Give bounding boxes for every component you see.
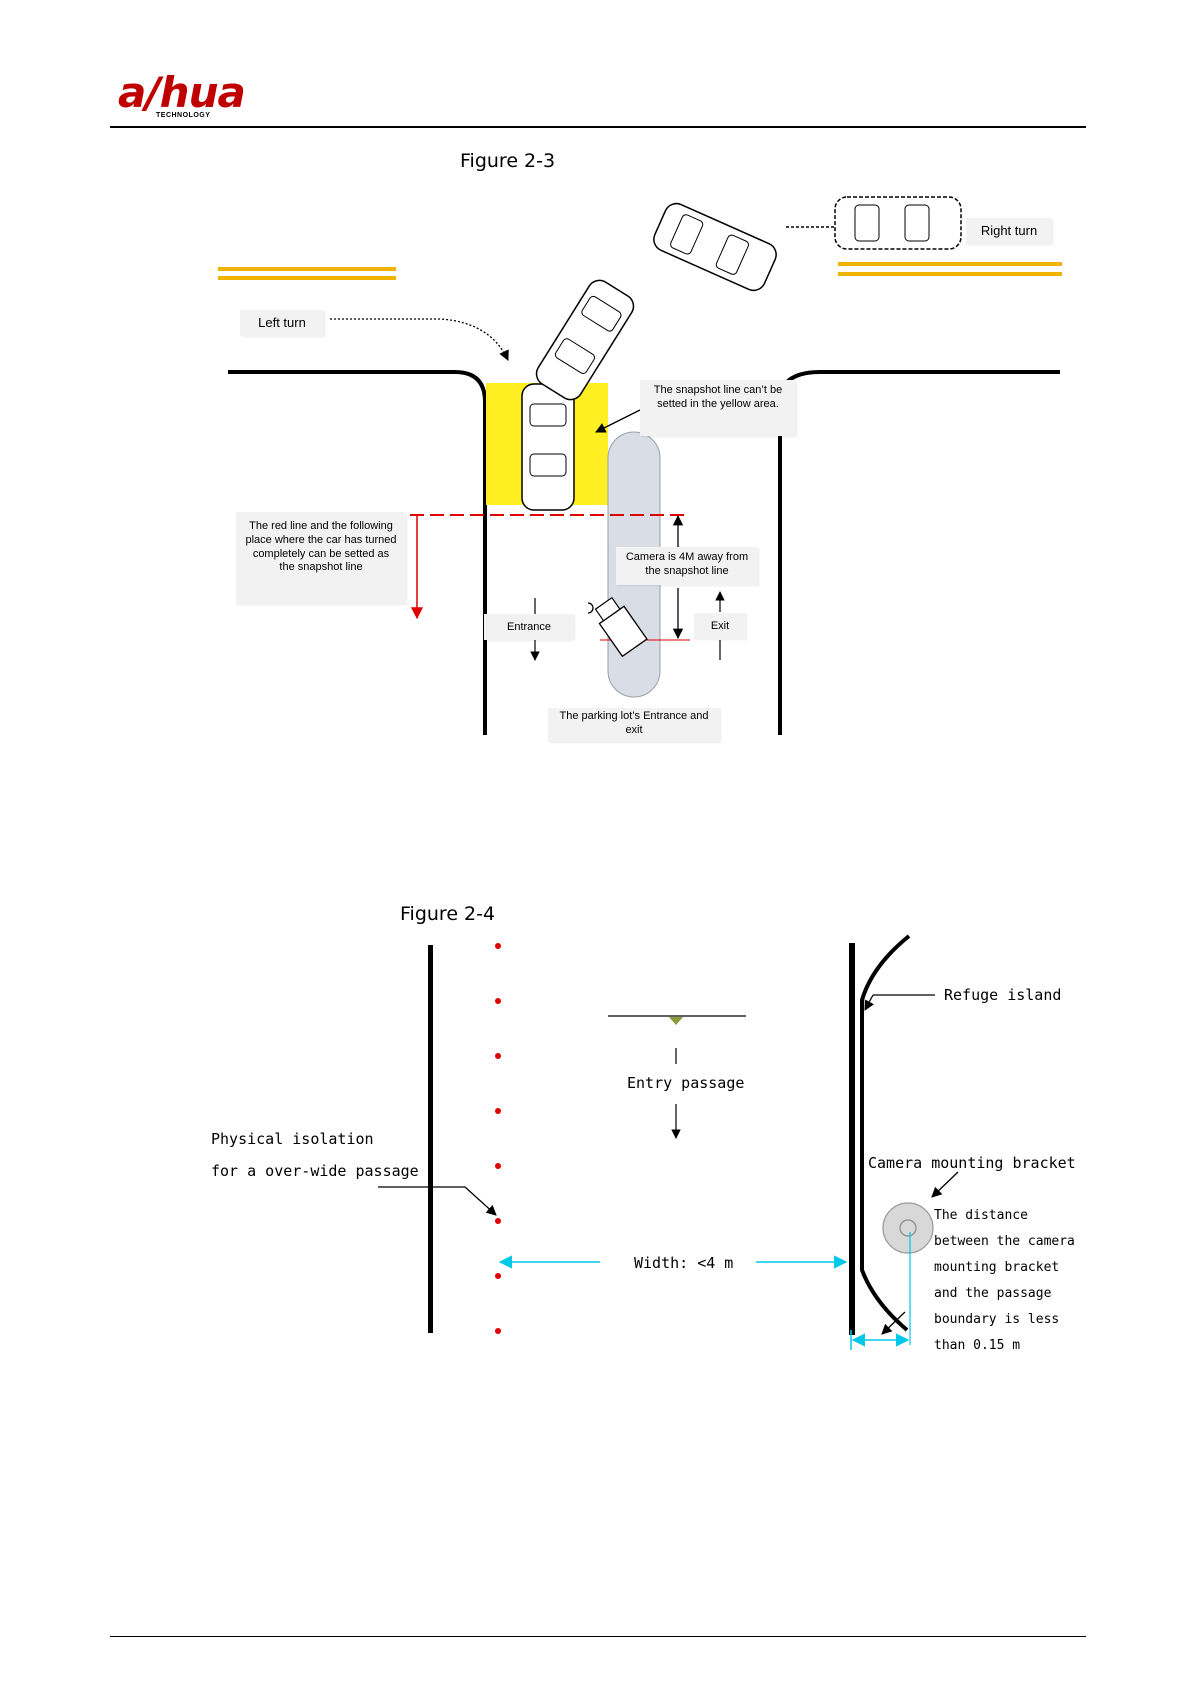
camera-distance-note: Camera is 4M away from the snapshot line	[616, 547, 758, 585]
distance-note-line: and the passage	[934, 1286, 1052, 1301]
left-turn-arrow	[330, 318, 509, 361]
width-label: Width: <4 m	[634, 1254, 734, 1272]
isolation-dot	[495, 1108, 501, 1114]
distance-note-line: mounting bracket	[934, 1260, 1060, 1275]
physical-isolation-label: Physical isolation	[211, 1130, 374, 1148]
road-lines-right	[838, 262, 1062, 276]
isolation-wall	[428, 945, 433, 1333]
isolation-pointer	[378, 1186, 497, 1216]
road-curb-right	[778, 370, 1060, 735]
parking-note: The parking lot’s Entrance and exit	[548, 708, 720, 742]
camera-bracket-label: Camera mounting bracket	[868, 1154, 1076, 1172]
yellow-area-pointer	[595, 409, 641, 433]
figure-2-3-caption: Figure 2-3	[460, 150, 556, 172]
distance-note-line: boundary is less	[934, 1312, 1060, 1327]
yellow-area-note: The snapshot line can’t be setted in the…	[640, 380, 796, 436]
refuge-island-label: Refuge island	[944, 986, 1062, 1004]
right-turn-label: Right turn	[966, 218, 1052, 244]
distance-note-line: between the camera	[934, 1234, 1075, 1249]
camera-bracket-inner	[899, 1219, 917, 1237]
distance-note-line: than 0.15 m	[934, 1338, 1021, 1353]
logo-subtext: TECHNOLOGY	[156, 112, 211, 119]
car-icon	[521, 383, 575, 511]
bracket-pointer	[931, 1171, 959, 1198]
car-icon	[653, 202, 777, 292]
car-icon	[535, 279, 635, 401]
camera-icon	[594, 596, 648, 658]
refuge-curve	[860, 934, 911, 1332]
distance-note: The distance between the camera mounting…	[934, 1203, 1075, 1359]
isolation-dots	[495, 943, 501, 1334]
camera-lens-icon	[587, 602, 594, 614]
road-lines-left	[218, 267, 396, 280]
exit-label: Exit	[694, 613, 746, 639]
isolation-dot	[495, 1273, 501, 1279]
distance-note-line: The distance	[934, 1208, 1028, 1223]
refuge-wall	[849, 943, 855, 1335]
figure-2-4-caption: Figure 2-4	[400, 903, 496, 925]
distance-pointer	[881, 1311, 906, 1335]
refuge-pointer-head	[864, 994, 874, 1011]
red-line-note: The red line and the following place whe…	[236, 512, 406, 604]
entry-passage-label: Entry passage	[627, 1074, 745, 1092]
isolation-dot	[495, 998, 501, 1004]
entrance-label: Entrance	[484, 614, 574, 640]
logo-wordmark: a/hua	[118, 68, 246, 117]
road-curb-left	[228, 370, 487, 735]
footer-rule	[110, 1636, 1086, 1637]
passage-marker-icon	[669, 1017, 683, 1025]
isolation-dot	[495, 1218, 501, 1224]
company-logo: a/hua TECHNOLOGY	[118, 72, 258, 124]
isolation-dot	[495, 1163, 501, 1169]
isolation-dot	[495, 943, 501, 949]
isolation-dot	[495, 1328, 501, 1334]
camera-bracket-icon	[882, 1202, 934, 1254]
isolation-dot	[495, 1053, 501, 1059]
left-turn-label: Left turn	[240, 310, 324, 336]
header-rule	[110, 126, 1086, 128]
over-wide-passage-label: for a over-wide passage	[211, 1162, 419, 1180]
car-icon	[834, 196, 962, 250]
